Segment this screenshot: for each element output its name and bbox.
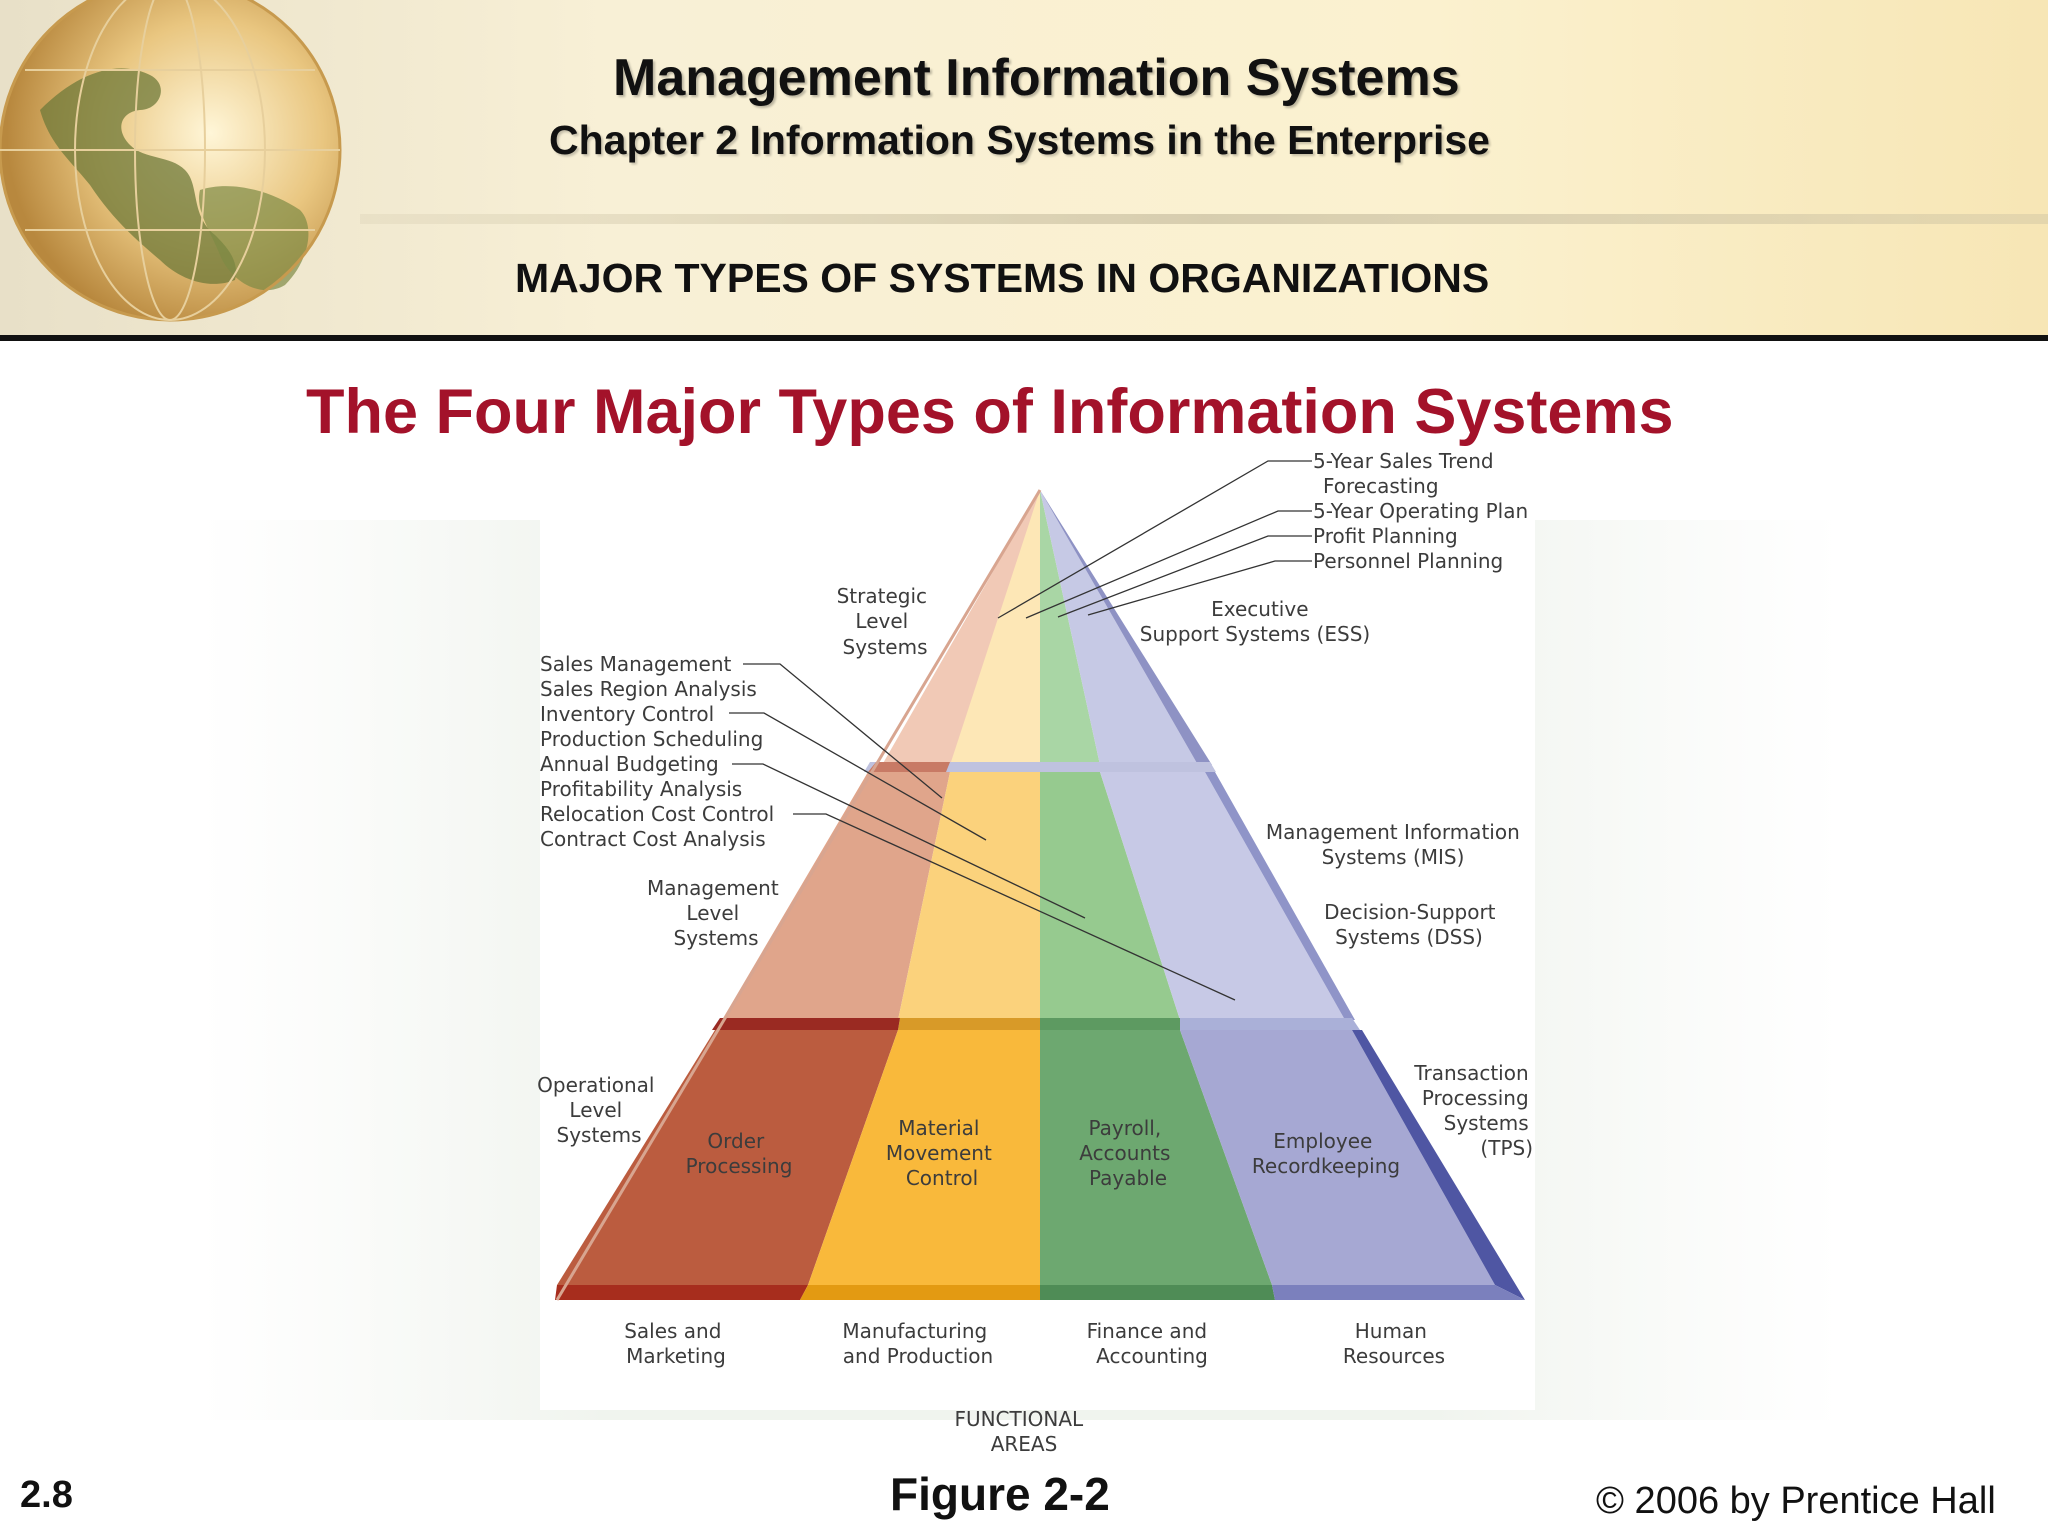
tps-hr-segment [1180, 1030, 1495, 1285]
tps-finance-segment [1040, 1030, 1272, 1285]
tps-manufacturing-segment [808, 1030, 1040, 1285]
presentation-title: Management Information Systems [613, 49, 1460, 107]
operational-level-label: Operational Level Systems [537, 1073, 661, 1147]
tps-sales-segment [557, 1030, 898, 1285]
management-divider-mid [898, 1018, 1040, 1030]
globe-icon [0, 0, 342, 322]
pyramid [555, 489, 1525, 1301]
strategic-divider-left [868, 762, 950, 772]
strategic-edge [1040, 490, 1212, 765]
management-divider-left [712, 1018, 900, 1030]
ess-example-1b: Forecasting [1323, 474, 1439, 498]
base-manufacturing [800, 1285, 1040, 1300]
ess-example-4: Personnel Planning [1313, 549, 1503, 573]
chapter-title: Chapter 2 Information Systems in the Ent… [549, 117, 1490, 163]
functional-areas-label: FUNCTIONAL AREAS [954, 1407, 1089, 1456]
slide-header [0, 0, 2048, 337]
pyramid-left-edge [555, 489, 1042, 1301]
diagram-labels: 5-Year Sales Trend Forecasting 5-Year Op… [537, 449, 1535, 1456]
strategic-manufacturing-segment [950, 490, 1040, 765]
order-processing-label: Order Processing [686, 1129, 793, 1178]
base-finance [1040, 1285, 1275, 1300]
ess-label: Executive Support Systems (ESS) [1140, 597, 1370, 646]
manufacturing-label: Manufacturing and Production [842, 1319, 993, 1368]
tps-edge [1352, 1030, 1525, 1300]
header-divider [0, 335, 2048, 341]
slide-number: 2.8 [20, 1474, 73, 1516]
header-stripe [360, 214, 2048, 224]
management-examples: Sales Management Sales Region Analysis I… [540, 652, 781, 851]
payroll-label: Payroll, Accounts Payable [1079, 1116, 1177, 1190]
sales-marketing-label: Sales and Marketing [624, 1319, 728, 1368]
tps-label: Transaction Processing Systems (TPS) [1413, 1061, 1535, 1160]
mgmt-hr-segment [1100, 772, 1345, 1020]
employee-recordkeeping-label: Employee Recordkeeping [1252, 1129, 1400, 1178]
slide-title: The Four Major Types of Information Syst… [306, 377, 1674, 447]
leader-lines [729, 460, 1312, 1001]
mgmt-finance-segment [1040, 772, 1180, 1020]
strategic-divider [864, 762, 1216, 772]
ess-example-2: 5-Year Operating Plan [1313, 499, 1528, 523]
section-title: MAJOR TYPES OF SYSTEMS IN ORGANIZATIONS [515, 255, 1490, 301]
finance-accounting-label: Finance and Accounting [1087, 1319, 1214, 1368]
mgmt-manufacturing-segment [898, 772, 1040, 1020]
mis-label: Management Information Systems (MIS) [1266, 820, 1526, 869]
base-sales [555, 1285, 808, 1300]
human-resources-label: Human Resources [1343, 1319, 1445, 1368]
copyright-notice: © 2006 by Prentice Hall [1596, 1480, 1996, 1522]
figure-caption: Figure 2-2 [890, 1468, 1110, 1520]
mgmt-edge [1205, 772, 1355, 1020]
dss-label: Decision-Support Systems (DSS) [1324, 900, 1502, 949]
mgmt-sales-segment [722, 772, 950, 1020]
ess-example-3: Profit Planning [1313, 524, 1458, 548]
ess-example-1: 5-Year Sales Trend [1313, 449, 1494, 473]
strategic-level-label: Strategic Level Systems [837, 584, 934, 659]
base-hr [1272, 1285, 1525, 1300]
management-divider-right [1040, 1018, 1180, 1030]
management-level-label: Management Level Systems [647, 876, 785, 950]
material-movement-label: Material Movement Control [886, 1116, 998, 1190]
